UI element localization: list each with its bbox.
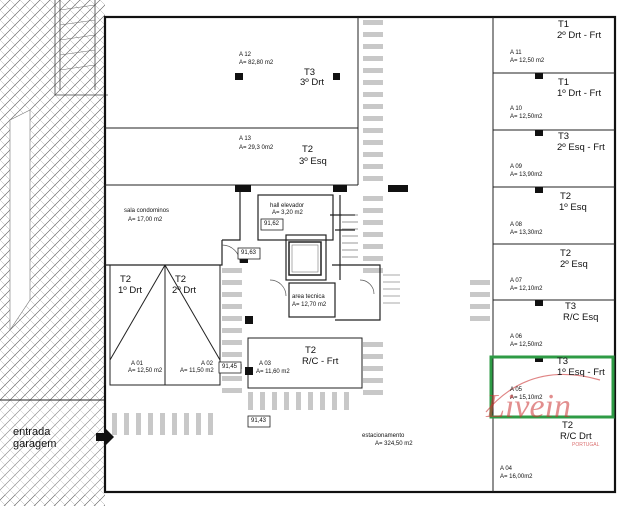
unit-area: A= 12,50m2 [510, 114, 543, 120]
unit-code: A 07 [510, 278, 523, 284]
unit-type: T1 [558, 19, 570, 30]
unit-position: 3º Esq [299, 156, 327, 167]
unit-area: A= 11,60 m2 [256, 369, 290, 375]
unit-type: T2 [175, 274, 187, 285]
unit-position: R/C Esq [563, 312, 599, 323]
unit-code: A 13 [239, 136, 252, 142]
unit-position: 2º Esq [560, 259, 588, 270]
level-marker: 91,62 [264, 221, 280, 227]
entrance-arrow-icon [96, 429, 114, 445]
unit-area: A= 12,10m2 [510, 286, 543, 292]
garage-ramp-paving [0, 400, 105, 506]
unit-type: T2 [560, 191, 572, 202]
unit-code: A 03 [259, 361, 272, 367]
unit-code: A 02 [201, 361, 214, 367]
unit-type: T2 [120, 274, 132, 285]
unit-position: 2º Drt - Frt [557, 30, 602, 41]
room-name: hall elevador [270, 203, 305, 209]
unit-code: A 04 [500, 466, 513, 472]
entrance-label: entrada [13, 426, 51, 438]
room-area: A= 324,50 m2 [375, 441, 413, 447]
unit-code: A 10 [510, 106, 523, 112]
unit-position: 3º Drt [300, 77, 325, 88]
unit-area: A= 11,50 m2 [180, 368, 214, 374]
unit-position: 1º Drt [118, 285, 143, 296]
unit-type: T2 [562, 420, 574, 431]
level-marker: 91,45 [222, 364, 238, 370]
unit-code: A 08 [510, 222, 523, 228]
room-area: A= 3,20 m2 [272, 210, 303, 216]
unit-area: A= 12,50 m2 [510, 58, 545, 64]
unit-code: A 11 [510, 50, 522, 56]
unit-area: A= 12,50 m2 [128, 368, 163, 374]
unit-position: R/C Drt [560, 431, 592, 442]
unit-area: A= 15,10m2 [510, 395, 543, 401]
unit-area: A= 13,90m2 [510, 172, 543, 178]
unit-area: A= 12,50m2 [510, 342, 543, 348]
unit-area: A= 16,00m2 [500, 474, 533, 480]
unit-type: T1 [558, 77, 570, 88]
room-area: A= 17,00 m2 [128, 217, 163, 223]
unit-type: T2 [305, 345, 317, 356]
parking-aisle-marks [363, 20, 383, 395]
unit-code: A 09 [510, 164, 523, 170]
unit-type: T3 [557, 356, 569, 367]
unit-position: 2º Drt [172, 285, 197, 296]
room-name: estacionamento [362, 433, 405, 439]
unit-code: A 12 [239, 52, 252, 58]
watermark-subtitle: PORTUGAL [572, 442, 600, 448]
room-area: A= 12,70 m2 [292, 302, 327, 308]
unit-area: A= 13,30m2 [510, 230, 543, 236]
unit-position: R/C - Frt [302, 356, 339, 367]
highlight-box [489, 355, 615, 419]
unit-code: A 01 [131, 361, 144, 367]
unit-type: T2 [302, 144, 314, 155]
unit-code: A 06 [510, 334, 523, 340]
unit-position: 1º Esq - Frt [557, 367, 605, 378]
unit-area: A= 29,3 0m2 [239, 145, 274, 151]
elevator-shaft [288, 241, 322, 276]
level-marker: 91,43 [251, 418, 267, 424]
unit-code: A 05 [510, 387, 523, 393]
unit-position: 2º Esq - Frt [557, 142, 605, 153]
entrance-label: garagem [13, 438, 57, 450]
unit-type: T3 [304, 67, 316, 78]
unit-area: A= 82,80 m2 [239, 60, 274, 66]
unit-position: 1º Esq [559, 202, 587, 213]
unit-type: T2 [560, 248, 572, 259]
unit-type: T3 [565, 301, 577, 312]
unit-position: 1º Drt - Frt [557, 88, 602, 99]
level-marker: 91,63 [241, 250, 257, 256]
unit-type: T3 [558, 131, 570, 142]
watermark-logo: Livein [486, 388, 571, 425]
room-name: area tecnica [292, 294, 325, 300]
room-name: sala condominos [124, 208, 170, 214]
